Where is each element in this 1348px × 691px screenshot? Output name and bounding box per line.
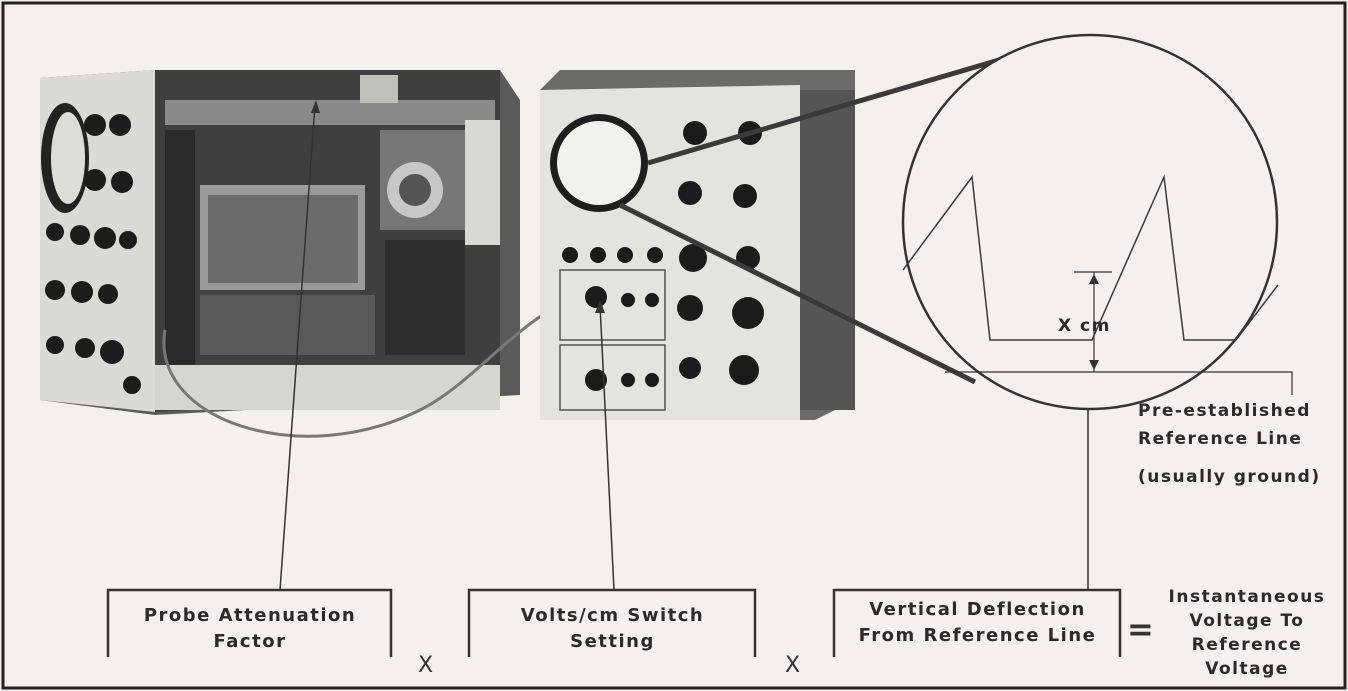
bracket-probe (106, 588, 393, 657)
probe-label-line1: Probe Attenuation (143, 605, 357, 626)
volts-label-line2: Setting (570, 631, 655, 652)
result-line3: Reference (1191, 635, 1303, 655)
reference-line (945, 371, 1293, 395)
leader-volts (599, 304, 615, 591)
oscilloscope-chassis-illustration (40, 70, 520, 415)
vertical-deflection-label: Vertical Deflection From Reference Line (836, 597, 1119, 649)
ref-line2: Reference Line (1138, 429, 1303, 449)
result-line1: Instantaneous (1168, 587, 1326, 607)
leader-probe (279, 104, 316, 591)
probe-attenuation-label: Probe Attenuation Factor (110, 603, 390, 655)
reference-line-label: Pre-established Reference Line (usually … (1138, 397, 1338, 491)
volts-switch-label: Volts/cm Switch Setting (471, 603, 754, 655)
multiply-sign-2: X (785, 653, 801, 678)
vert-label-line1: Vertical Deflection (869, 599, 1086, 620)
bracket-vertical (832, 588, 1122, 657)
instantaneous-voltage-label: Instantaneous Voltage To Reference Volta… (1152, 585, 1342, 681)
bracket-volts (467, 588, 757, 657)
ref-line3: (usually ground) (1138, 467, 1321, 487)
x-cm-label: X cm (1058, 316, 1111, 336)
sawtooth-waveform (902, 174, 1279, 341)
multiply-sign-1: X (418, 653, 434, 678)
ref-line1: Pre-established (1138, 401, 1311, 421)
volts-label-line1: Volts/cm Switch (520, 605, 705, 626)
magnify-line-top (647, 45, 1041, 166)
result-line2: Voltage To (1189, 611, 1305, 631)
magnified-screen (901, 33, 1279, 411)
probe-cable (162, 303, 561, 438)
magnify-line-bottom (618, 202, 977, 385)
probe-label-line2: Factor (213, 631, 287, 652)
equals-sign: = (1127, 610, 1154, 648)
result-line4: Voltage (1205, 659, 1289, 679)
vert-label-line2: From Reference Line (858, 625, 1097, 646)
